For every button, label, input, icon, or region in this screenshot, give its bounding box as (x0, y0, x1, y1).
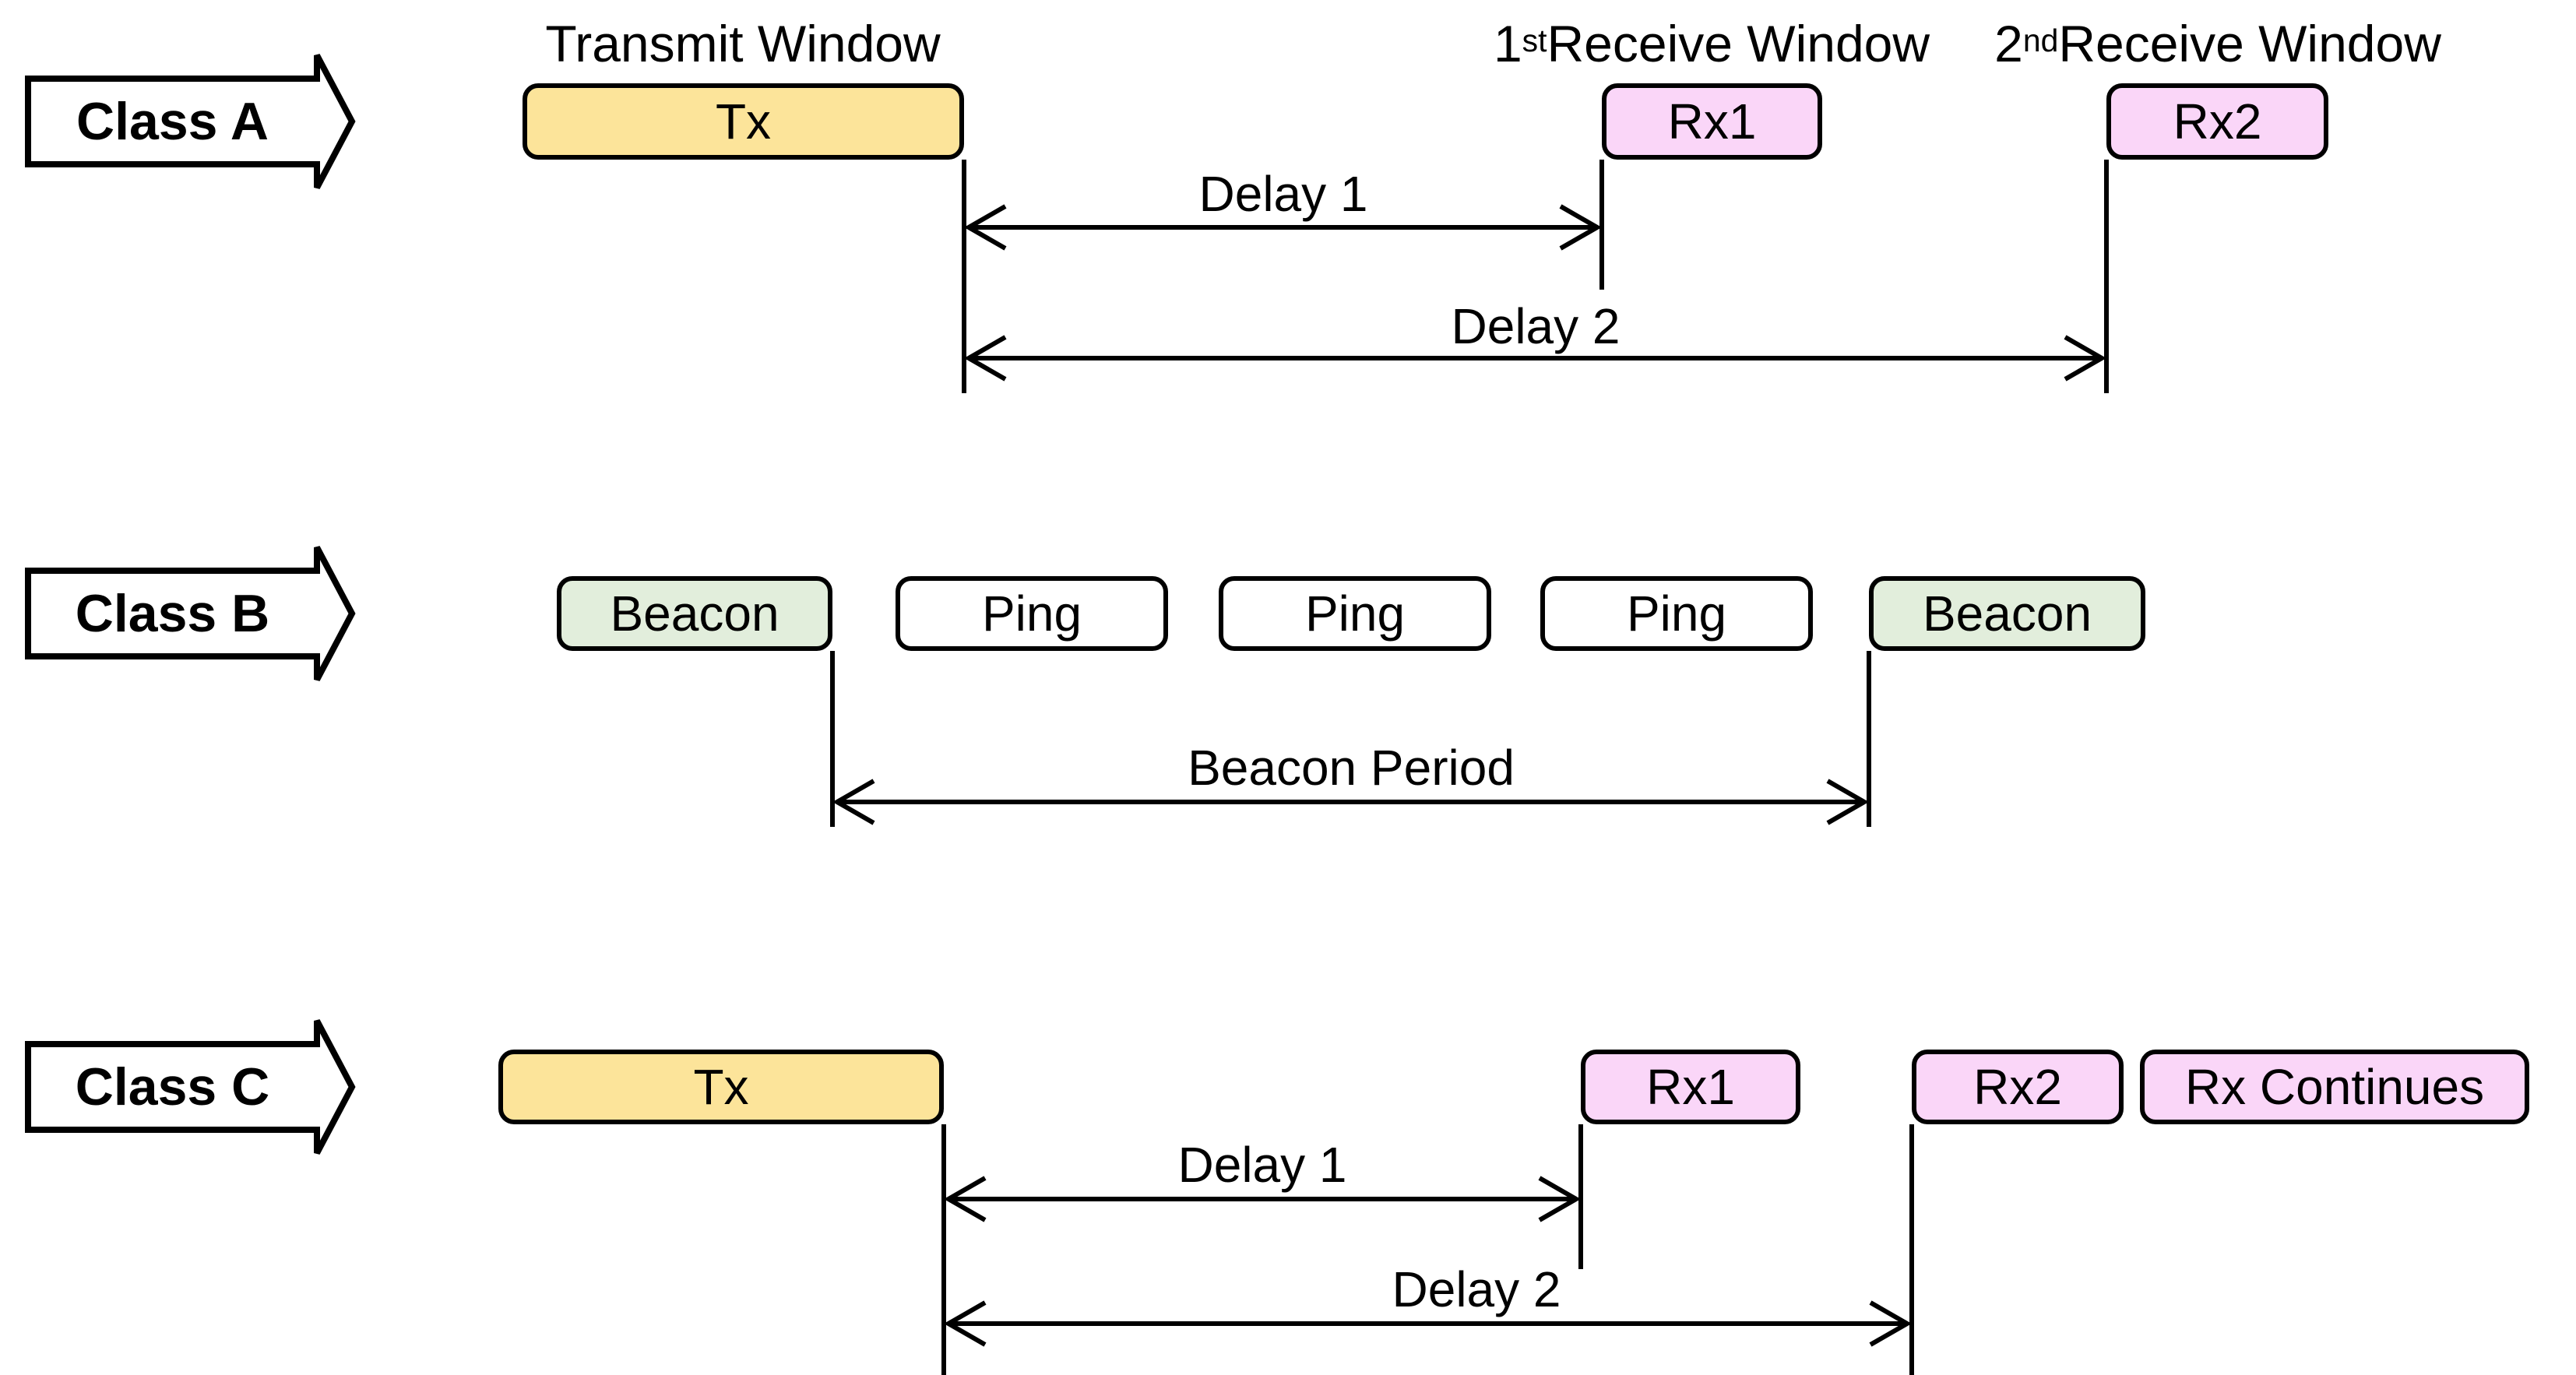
delay2-label-class-c: Delay 2 (1392, 1261, 1561, 1317)
rx2-window-box-class-c: Rx2 (1912, 1050, 2124, 1124)
delay1-a-arrowhead-right (1559, 204, 1603, 251)
delay2-c-arrowhead-left (943, 1300, 987, 1347)
delay2-label-class-a: Delay 2 (1451, 298, 1621, 354)
beacon-period-label: Beacon Period (1188, 740, 1515, 796)
second-receive-window-label-text: Receive Window (2058, 15, 2441, 72)
delay2-a-arrowhead-left (963, 335, 1007, 382)
ping-slot-box-1: Ping (896, 576, 1168, 651)
class-b-label: Class B (75, 584, 270, 643)
tx-window-box-class-c: Tx (498, 1050, 944, 1124)
ping-slot-box-2: Ping (1219, 576, 1491, 651)
delay1-c-arrowhead-right (1538, 1176, 1582, 1222)
transmit-window-label: Transmit Window (545, 15, 941, 72)
class-a-label: Class A (76, 92, 269, 151)
delay1-label-class-a: Delay 1 (1198, 166, 1368, 222)
second-receive-window-label-number: 2 (1994, 15, 2023, 72)
delay2-a-arrowhead-right (2064, 335, 2107, 382)
delay1-label-class-c: Delay 1 (1177, 1137, 1347, 1193)
class-b-arrow-shape (25, 546, 356, 681)
rx1-window-box-class-c: Rx1 (1581, 1050, 1800, 1124)
first-receive-window-label-number: 1 (1493, 15, 1522, 72)
delay2-c-arrowhead-right (1869, 1300, 1913, 1347)
class-a-arrow-shape (25, 54, 356, 189)
class-c-label: Class C (75, 1057, 270, 1117)
tx-window-box-class-a: Tx (523, 83, 964, 160)
rx1-window-box-class-a: Rx1 (1602, 83, 1822, 160)
beacon-start-box: Beacon (557, 576, 832, 651)
beacon-period-arrowhead-right (1826, 779, 1870, 825)
beacon-period-arrowhead-left (832, 779, 875, 825)
first-receive-window-label-text: Receive Window (1547, 15, 1930, 72)
rx-continues-box-class-c: Rx Continues (2140, 1050, 2529, 1124)
ping-slot-box-3: Ping (1540, 576, 1813, 651)
delay1-c-arrowhead-left (943, 1176, 987, 1222)
rx2-window-box-class-a: Rx2 (2106, 83, 2328, 160)
beacon-end-box: Beacon (1869, 576, 2145, 651)
delay1-a-arrowhead-left (963, 204, 1007, 251)
class-c-arrow-shape (25, 1019, 356, 1155)
